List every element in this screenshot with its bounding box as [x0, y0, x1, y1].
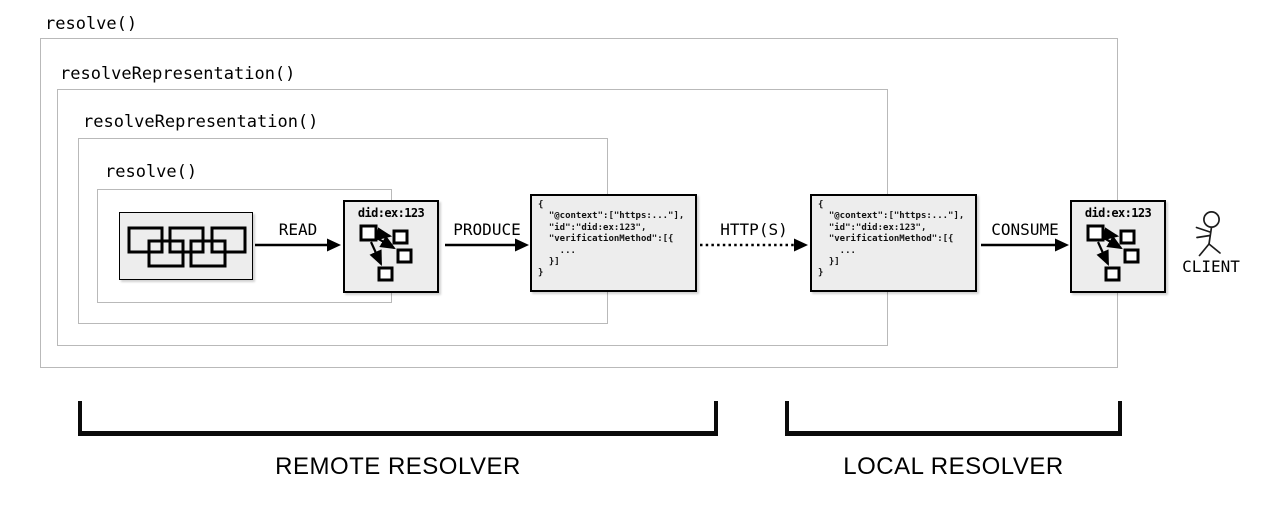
remote-resolver-label: REMOTE RESOLVER: [275, 453, 521, 480]
did-title: did:ex:123: [1084, 206, 1152, 220]
did-document-json-text: { "@context":["https:..."], "id":"did:ex…: [818, 200, 965, 279]
read-arrow-label: READ: [278, 220, 318, 239]
client-label: CLIENT: [1182, 257, 1240, 276]
scope-label-resolve-representation-2: resolveRepresentation(): [83, 112, 319, 132]
did-document-json-text: { "@context":["https:..."], "id":"did:ex…: [538, 200, 685, 279]
local-resolver-label: LOCAL RESOLVER: [843, 453, 1064, 480]
http-arrow: [700, 238, 808, 252]
produce-arrow: [445, 238, 529, 252]
consume-arrow: [981, 238, 1069, 252]
http-arrow-label: HTTP(S): [720, 220, 788, 239]
remote-resolver-bracket: [78, 401, 718, 436]
did-title: did:ex:123: [357, 206, 425, 220]
consume-arrow-label: CONSUME: [991, 220, 1059, 239]
node-graph-icon: [359, 224, 413, 282]
scope-label-resolve-representation-1: resolveRepresentation(): [60, 64, 296, 84]
produce-arrow-label: PRODUCE: [453, 220, 521, 239]
stick-figure-actor-icon: [1195, 211, 1221, 257]
node-graph-icon: [1086, 224, 1140, 282]
local-resolver-bracket: [785, 401, 1122, 436]
did-document-json-box-local: { "@context":["https:..."], "id":"did:ex…: [810, 194, 977, 292]
verifiable-data-registry-box: [119, 212, 253, 280]
read-arrow: [255, 238, 341, 252]
did-document-graph-box-remote: did:ex:123: [343, 200, 439, 293]
did-document-json-box-remote: { "@context":["https:..."], "id":"did:ex…: [530, 194, 697, 292]
chain-links-icon: [127, 226, 247, 268]
did-document-graph-box-local: did:ex:123: [1070, 200, 1166, 293]
scope-label-resolve-inner: resolve(): [105, 162, 198, 182]
scope-label-resolve-outer: resolve(): [45, 14, 138, 34]
